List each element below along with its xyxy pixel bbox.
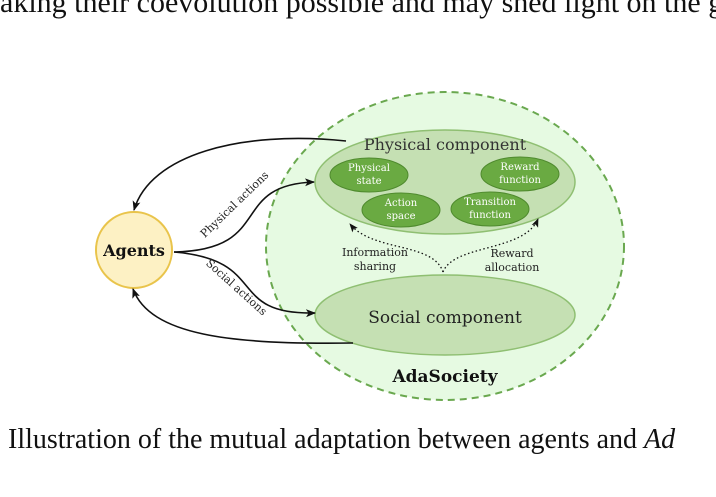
transition-function-line2: function (469, 210, 511, 221)
transition-function-line1: Transition (464, 197, 516, 208)
physical-component-title: Physical component (364, 135, 527, 154)
physical-state-line2: state (356, 176, 381, 187)
action-space-line2: space (386, 211, 415, 222)
reward-allocation-arrow (442, 218, 539, 273)
reward-allocation-label-line1: Reward (490, 247, 533, 260)
reward-function-line1: Reward (500, 162, 540, 173)
social-actions-label: Social actions (203, 257, 269, 319)
reward-allocation-label-line2: allocation (485, 261, 540, 274)
transition-function-node: Transition function (450, 191, 530, 227)
physical-state-node: Physical state (329, 157, 409, 193)
social-component-title: Social component (368, 308, 522, 328)
information-sharing-label-line1: Information (342, 246, 408, 259)
body-text-fragment: aking their coevolution possible and may… (0, 0, 716, 19)
social-feedback-arrow (132, 288, 354, 345)
physical-actions-arrow (173, 178, 315, 253)
information-sharing-label-line2: sharing (354, 260, 396, 273)
physical-state-line1: Physical (348, 163, 390, 174)
agents-node (95, 211, 173, 289)
adasociety-label: AdaSociety (391, 367, 498, 387)
figure-caption: Illustration of the mutual adaptation be… (8, 424, 716, 456)
reward-function-line2: function (499, 175, 541, 186)
action-space-node: Action space (361, 192, 441, 228)
physical-feedback-arrow (132, 137, 347, 211)
social-actions-arrow (173, 251, 316, 318)
caption-italic: Ad (644, 424, 676, 455)
physical-actions-label: Physical actions (198, 168, 272, 240)
agents-label: Agents (102, 241, 165, 260)
reward-function-node: Reward function (480, 156, 560, 192)
action-space-line1: Action (384, 198, 418, 209)
caption-text: Illustration of the mutual adaptation be… (8, 424, 645, 455)
